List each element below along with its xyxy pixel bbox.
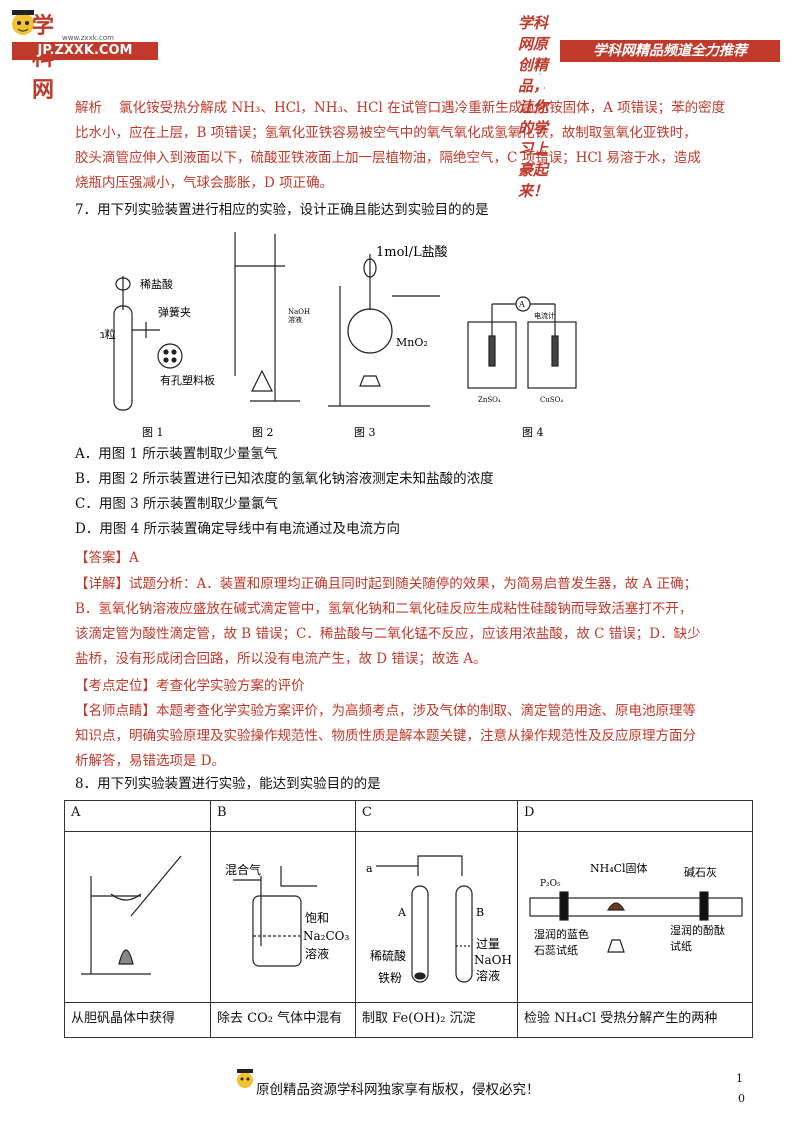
banner[interactable]: 学科网精品频道全力推荐 — [560, 40, 780, 62]
mascot-icon — [12, 10, 34, 35]
caption-d: 检验 NH₄Cl 受热分解产生的两种 — [517, 1002, 753, 1038]
dot: · — [539, 70, 542, 79]
d-label: 湿润的酚酞 — [670, 923, 725, 937]
detail-line: B．氢氧化钠溶液应盛放在碱式滴定管中，氢氧化钠和二氧化硅反应生成粘性硅酸钠而导致… — [75, 601, 693, 617]
apparatus-b: 混合气 饱和 Na₂CO₃ 溶液 — [225, 862, 349, 967]
col-c-header: C — [355, 800, 518, 832]
b-label: 溶液 — [305, 946, 329, 961]
dianjing-line: 知识点，明确实验原理及实验操作规范性、物质性质是解本题关键，注意从操作规范性及反… — [75, 728, 696, 744]
fig4-apparatus — [467, 296, 577, 389]
fig2-label: 溶液 — [288, 315, 302, 324]
b-label: 饱和 — [305, 910, 329, 925]
dianjing-line: 析解答，易错选项是 D。 — [75, 753, 226, 769]
analysis-line: 比水小，应在上层，B 项错误；氢氧化亚铁容易被空气中的氧气氧化成氢氧化铁，故制取… — [75, 125, 697, 141]
fig4-label: ZnSO₄ — [478, 396, 501, 404]
d-label: 试纸 — [670, 940, 692, 953]
cell-d-figure: P₂O₅ NH₄Cl固体 碱石灰 湿润的蓝色 石蕊试纸 湿润的酚酞 试纸 — [517, 831, 753, 1003]
logo-url[interactable]: JP.ZXXK.COM — [12, 42, 158, 60]
figure-caption: 图 2 — [252, 426, 274, 439]
q8-table: A B C D — [64, 800, 753, 1038]
fig2-apparatus — [234, 232, 300, 402]
c-label: 铁粉 — [378, 971, 402, 985]
q7-figure: 稀盐酸 弹簧夹 Zn粒 有孔塑料板 NaOH 溶液 1mol/L盐酸 MnO₂ … — [100, 232, 577, 439]
b-label: 混合气 — [225, 862, 261, 877]
figure-caption: 图 4 — [522, 426, 544, 439]
c-label: NaOH — [474, 953, 511, 967]
d-label: NH₄Cl固体 — [590, 861, 648, 875]
figure-caption: 图 3 — [354, 426, 376, 439]
q7-dianjing: 【名师点睛】本题考查化学实验方案评价，为高频考点，涉及气体的制取、滴定管的用途、… — [75, 699, 730, 774]
col-b-header: B — [210, 800, 356, 832]
apparatus-d: P₂O₅ NH₄Cl固体 碱石灰 湿润的蓝色 石蕊试纸 湿润的酚酞 试纸 — [529, 861, 743, 957]
detail-line: 该滴定管为酸性滴定管，故 B 错误；C．稀盐酸与二氧化锰不反应，应该用浓盐酸，故… — [75, 626, 701, 642]
fig3-label: 1mol/L盐酸 — [376, 245, 448, 260]
analysis-line: 胶头滴管应伸入到液面以下，硫酸亚铁液面上加一层植物油，隔绝空气，C 项错误；HC… — [75, 150, 701, 166]
fig1-label: 稀盐酸 — [140, 277, 173, 291]
b-label: Na₂CO₃ — [303, 929, 349, 943]
fig1-label: 有孔塑料板 — [160, 373, 215, 387]
cell-a-figure — [64, 831, 211, 1003]
q7-options: A．用图 1 所示装置制取少量氢气 B．用图 2 所示装置进行已知浓度的氢氧化钠… — [75, 442, 730, 542]
col-a-header: A — [64, 800, 211, 832]
c-label: 稀硫酸 — [370, 948, 406, 963]
option-b: B．用图 2 所示装置进行已知浓度的氢氧化钠溶液测定未知盐酸的浓度 — [75, 471, 494, 487]
fig3-label: MnO₂ — [396, 336, 428, 349]
slogan: 学科网原创精品，让你的学习上豪起来！ — [518, 14, 549, 200]
q7-detail: 【详解】试题分析：A．装置和原理均正确且同时起到随关随停的效果，为简易启普发生器… — [75, 572, 730, 672]
col-d-header: D — [517, 800, 753, 832]
figure-caption: 图 1 — [142, 426, 164, 439]
caption-c: 制取 Fe(OH)₂ 沉淀 — [355, 1002, 518, 1038]
option-a: A．用图 1 所示装置制取少量氢气 — [75, 446, 278, 462]
q7-kaodian: 【考点定位】考查化学实验方案的评价 — [75, 678, 305, 694]
detail-line: 盐桥，没有形成闭合回路，所以没有电流产生，故 D 错误；故选 A。 — [75, 651, 487, 667]
cell-c-figure: a A B 稀硫酸 铁粉 过量 NaOH 溶液 — [355, 831, 518, 1003]
option-c: C．用图 3 所示装置制取少量氯气 — [75, 496, 279, 512]
logo-sub: www.zxxk.com — [62, 34, 114, 42]
dianjing-line: 【名师点睛】本题考查化学实验方案评价，为高频考点，涉及气体的制取、滴定管的用途、… — [75, 703, 696, 719]
q8-stem: 8．用下列实验装置进行实验，能达到实验目的的是 — [75, 776, 381, 792]
page-number: 1 — [736, 1072, 743, 1085]
apparatus-c: a A B 稀硫酸 铁粉 过量 NaOH 溶液 — [366, 855, 512, 985]
fig3-apparatus — [328, 254, 440, 407]
caption-b: 除去 CO₂ 气体中混有 — [210, 1002, 356, 1038]
q7-stem: 7．用下列实验装置进行相应的实验，设计正确且能达到实验目的的是 — [75, 202, 489, 218]
detail-line: 【详解】试题分析：A．装置和原理均正确且同时起到随关随停的效果，为简易启普发生器… — [75, 576, 698, 592]
fig4-label: A — [518, 300, 525, 309]
apparatus-a — [81, 855, 182, 975]
option-d: D．用图 4 所示装置确定导线中有电流通过及电流方向 — [75, 521, 400, 537]
analysis-line: 氯化铵受热分解成 NH₃、HCl，NH₃、HCl 在试管口遇冷重新生成氯化铵固体… — [119, 100, 726, 116]
fig1-apparatus — [113, 276, 183, 411]
fig1-label: Zn粒 — [100, 327, 116, 341]
c-label: A — [397, 906, 407, 919]
fig4-label: CuSO₄ — [540, 396, 563, 404]
dot: · — [543, 84, 546, 93]
fig2-label: NaOH — [288, 308, 310, 316]
analysis-line: 烧瓶内压强减小，气球会膨胀，D 项正确。 — [75, 175, 334, 191]
mascot-icon — [237, 1069, 253, 1088]
fig4-label: 电流计 — [534, 311, 555, 320]
d-label: 石蕊试纸 — [534, 944, 578, 957]
footer-copyright: 原创精品资源学科网独家享有版权，侵权必究！ — [256, 1082, 540, 1098]
caption-a: 从胆矾晶体中获得 — [64, 1002, 211, 1038]
analysis-block: 解析 氯化铵受热分解成 NH₃、HCl，NH₃、HCl 在试管口遇冷重新生成氯化… — [75, 96, 730, 196]
d-label: P₂O₅ — [540, 879, 561, 889]
c-label: 过量 — [476, 937, 500, 951]
c-label: B — [476, 906, 484, 919]
page-number: 0 — [738, 1092, 745, 1105]
d-label: 湿润的蓝色 — [534, 927, 589, 941]
c-label: a — [366, 862, 373, 875]
analysis-label: 解析 — [75, 100, 102, 116]
fig1-label: 弹簧夹 — [158, 305, 191, 319]
d-label: 碱石灰 — [684, 865, 717, 879]
c-label: 溶液 — [476, 968, 500, 983]
cell-b-figure: 混合气 饱和 Na₂CO₃ 溶液 — [210, 831, 356, 1003]
q7-answer: 【答案】A — [75, 550, 139, 566]
